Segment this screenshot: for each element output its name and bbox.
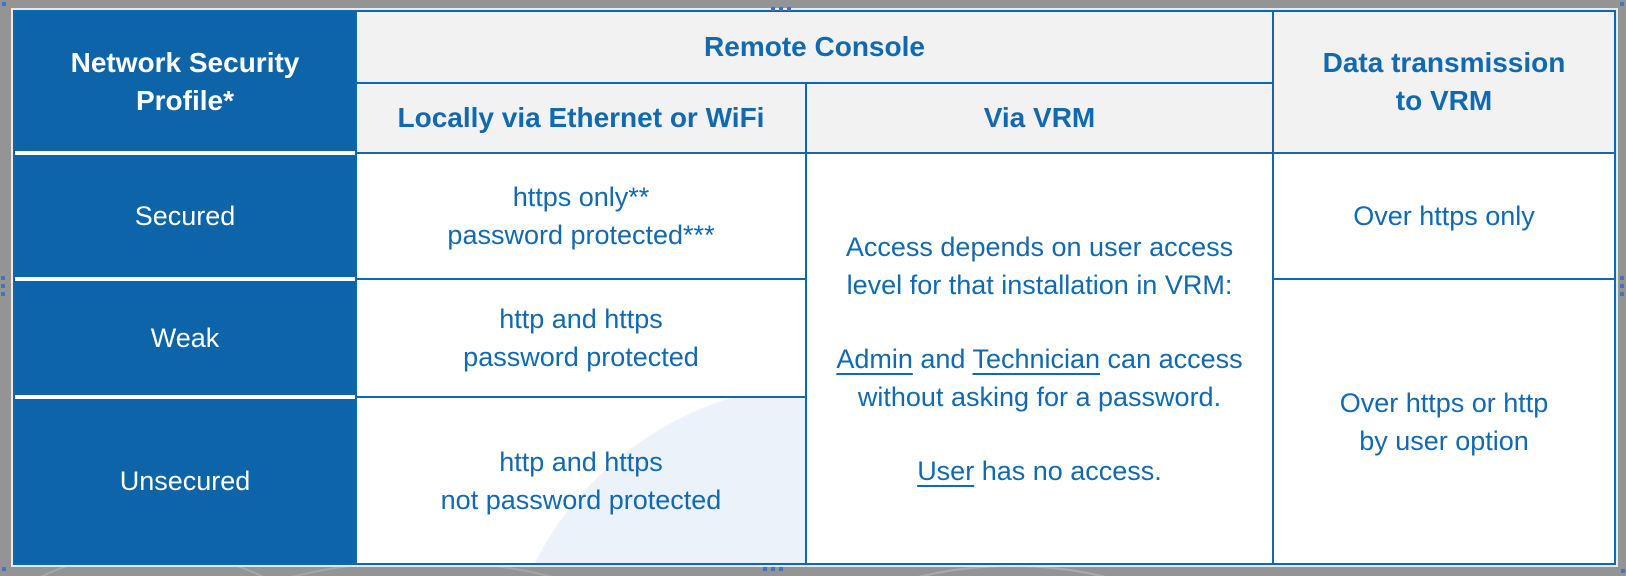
cell-local-unsecured[interactable]: http and https not password protected [357, 398, 805, 563]
cell-remote-console-header[interactable]: Remote Console [357, 12, 1272, 82]
data-secured-label: Over https only [1353, 201, 1535, 231]
selection-handle-top-center[interactable] [771, 7, 791, 11]
local-secured-line1: https only** [512, 182, 650, 212]
selection-handle-bottom-right[interactable] [1621, 569, 1625, 573]
vrm-admin-paragraph: Admin and Technician can access without … [836, 340, 1242, 416]
selection-handle-right-center[interactable] [1620, 276, 1624, 296]
profile-weak-label: Weak [150, 323, 220, 353]
cell-local-subheader[interactable]: Locally via Ethernet or WiFi [357, 84, 805, 152]
local-weak-line2: password protected [463, 342, 699, 372]
vrm-admin-link: Admin [836, 343, 913, 374]
profile-header-line1: Network Security [70, 47, 300, 78]
selection-handle-left-center[interactable] [1, 276, 5, 296]
network-security-table: Network Security Profile* Remote Console… [11, 8, 1618, 567]
vrm-access-paragraph: Access depends on user access level for … [846, 228, 1233, 304]
selection-handle-top-right[interactable] [1620, 2, 1624, 6]
cell-profile-secured[interactable]: Secured [15, 154, 355, 278]
local-unsecured-line2: not password protected [440, 484, 722, 515]
cell-local-weak[interactable]: http and https password protected [357, 280, 805, 396]
cell-profile-weak[interactable]: Weak [15, 280, 355, 396]
viavrm-subheader-label: Via VRM [983, 102, 1096, 133]
local-unsecured-line1: http and https [499, 446, 663, 477]
cell-viavrm-body[interactable]: Access depends on user access level for … [807, 154, 1272, 563]
selection-handle-bottom-left[interactable] [2, 567, 6, 571]
vrm-can-access-text: can access [1100, 343, 1243, 374]
vrm-and-text: and [912, 343, 973, 374]
cell-profile-header[interactable]: Network Security Profile* [15, 12, 355, 152]
data-merged-line1: Over https or http [1339, 387, 1549, 418]
profile-header-line2: Profile* [135, 85, 235, 116]
profile-column-divider [15, 151, 355, 155]
data-merged-line2: by user option [1359, 425, 1529, 456]
vrm-no-password-text: without asking for a password. [857, 381, 1222, 412]
remote-console-label: Remote Console [704, 31, 925, 62]
vrm-technician-link: Technician [972, 343, 1101, 374]
vrm-access-line1: Access depends on user access [845, 231, 1234, 262]
local-weak-line1: http and https [499, 304, 663, 334]
cell-local-secured[interactable]: https only** password protected*** [357, 154, 805, 278]
local-subheader-label: Locally via Ethernet or WiFi [397, 102, 765, 133]
profile-unsecured-label: Unsecured [119, 465, 251, 496]
profile-column-divider [15, 395, 355, 399]
vrm-user-paragraph: User has no access. [917, 452, 1162, 490]
profile-secured-label: Secured [134, 201, 236, 231]
cell-data-transmission-header[interactable]: Data transmission to VRM [1274, 12, 1614, 152]
selection-handle-bottom-center[interactable] [763, 567, 783, 571]
cell-data-merged[interactable]: Over https or http by user option [1274, 280, 1614, 563]
cell-profile-unsecured[interactable]: Unsecured [15, 398, 355, 563]
background-arc [605, 565, 1419, 576]
selection-handle-top-left[interactable] [2, 2, 6, 6]
data-transmission-line1: Data transmission [1322, 47, 1566, 78]
local-secured-line2: password protected*** [447, 220, 715, 250]
cell-data-secured[interactable]: Over https only [1274, 154, 1614, 278]
data-transmission-line2: to VRM [1395, 85, 1493, 116]
profile-column-divider [15, 277, 355, 281]
vrm-access-line2: level for that installation in VRM: [846, 269, 1233, 300]
vrm-user-link: User [917, 455, 975, 486]
vrm-no-access-text: has no access. [974, 455, 1162, 486]
cell-viavrm-subheader[interactable]: Via VRM [807, 84, 1272, 152]
